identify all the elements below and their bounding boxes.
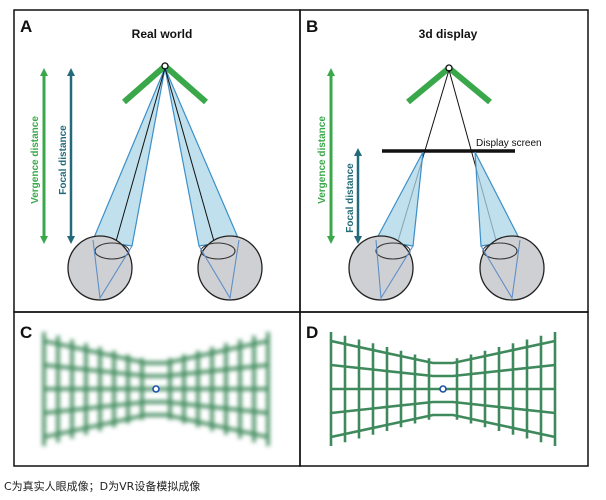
panel-b-title: 3d display (419, 27, 478, 41)
focal-label-a: Focal distance (58, 125, 69, 195)
grid-horizontal-line (43, 363, 269, 378)
panel-b-frame (299, 9, 589, 313)
grid-horizontal-line (330, 400, 556, 415)
figure-caption: C为真实人眼成像；D为VR设备模拟成像 (4, 480, 201, 493)
distorted-grid-sharp (329, 332, 557, 446)
vergence-label-a: Vergence distance (30, 116, 41, 204)
grid-horizontal-line (330, 339, 556, 365)
panel-d-frame (299, 311, 589, 467)
distorted-grid-blurred (42, 332, 270, 446)
display-screen-label: Display screen (476, 138, 542, 149)
eye-right-a (197, 235, 263, 301)
grid-horizontal-line (330, 363, 556, 378)
grid-horizontal-line (43, 413, 269, 439)
fixation-point-c (152, 385, 160, 393)
eye-left-b (348, 235, 414, 301)
eye-left-a (67, 235, 133, 301)
object-chevron-a (122, 62, 208, 105)
grid-horizontal-line (330, 413, 556, 439)
panel-a-title: Real world (132, 27, 193, 41)
panel-b-letter: B (306, 17, 318, 36)
vergence-label-b: Vergence distance (317, 116, 328, 204)
focal-label-b: Focal distance (345, 163, 356, 233)
grid-horizontal-line (43, 339, 269, 365)
panel-a: A Real world Vergence distance Focal dis… (20, 17, 263, 301)
panel-a-letter: A (20, 17, 32, 36)
object-chevron-b (406, 64, 492, 105)
panel-c-letter: C (20, 323, 32, 342)
panel-b: B 3d display Vergence distance Focal dis… (306, 17, 545, 301)
eye-right-b (479, 235, 545, 301)
grid-horizontal-line (43, 400, 269, 415)
fixation-point-d (439, 385, 447, 393)
light-cone-right-b (474, 151, 521, 247)
panel-d-letter: D (306, 323, 318, 342)
light-cone-left-b (375, 151, 424, 247)
